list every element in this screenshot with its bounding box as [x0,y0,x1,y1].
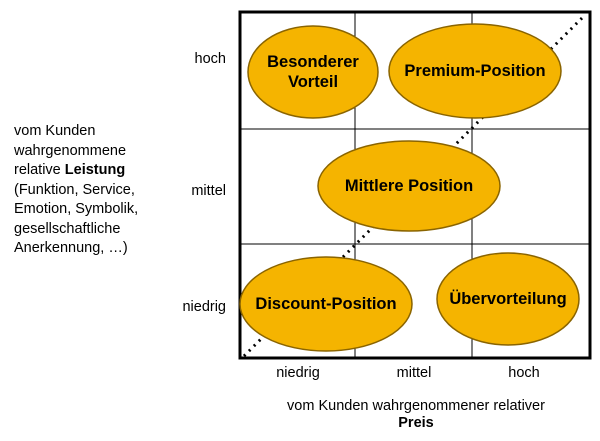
y-axis-label-line: vom Kunden [14,123,96,139]
position-label: Übervorteilung [449,289,566,308]
position-discount-position: Discount-Position [239,256,413,352]
y-axis-label-line: wahrgenommene [14,142,127,159]
x-tick-hoch: hoch [508,365,540,381]
y-axis-label-line: gesellschaftliche [14,220,121,237]
x-axis-label-line2: Preis [398,415,434,431]
position-ellipse [239,256,413,352]
matrix-frame [238,10,592,360]
position-mittlere-position: Mittlere Position [317,140,501,232]
position-premium-position: Premium-Position [388,23,562,119]
position-label: Premium-Position [404,62,545,80]
x-axis-label: vom Kunden wahrgenommener relativer Prei… [240,398,592,432]
position-label: Discount-Position [255,295,396,313]
y-axis-label-line: relative Leistung [14,162,126,178]
y-axis-label-line: (Funktion, Service, [14,181,135,198]
position-ellipse [388,23,562,119]
y-axis-label-line: Anerkennung, …) [14,240,128,256]
x-axis-label-line1: vom Kunden wahrgenommener relativer [287,398,545,414]
position-ellipse [317,140,501,232]
x-tick-mittel: mittel [396,365,432,381]
position-uebervorteilung: Übervorteilung [436,252,580,346]
position-label: Besonderer [267,53,359,71]
y-tick-hoch: hoch [194,51,226,67]
y-axis-label: vom Kunden wahrgenommene relative Leistu… [14,122,174,259]
position-label: Mittlere Position [345,177,473,195]
y-tick-mittel: mittel [191,183,226,199]
x-tick-niedrig: niedrig [276,365,320,381]
y-tick-niedrig: niedrig [182,299,226,315]
position-ellipse [247,25,379,119]
position-label: Vorteil [288,73,338,91]
y-axis-label-line: Emotion, Symbolik, [14,201,139,217]
position-ellipse [436,252,580,346]
